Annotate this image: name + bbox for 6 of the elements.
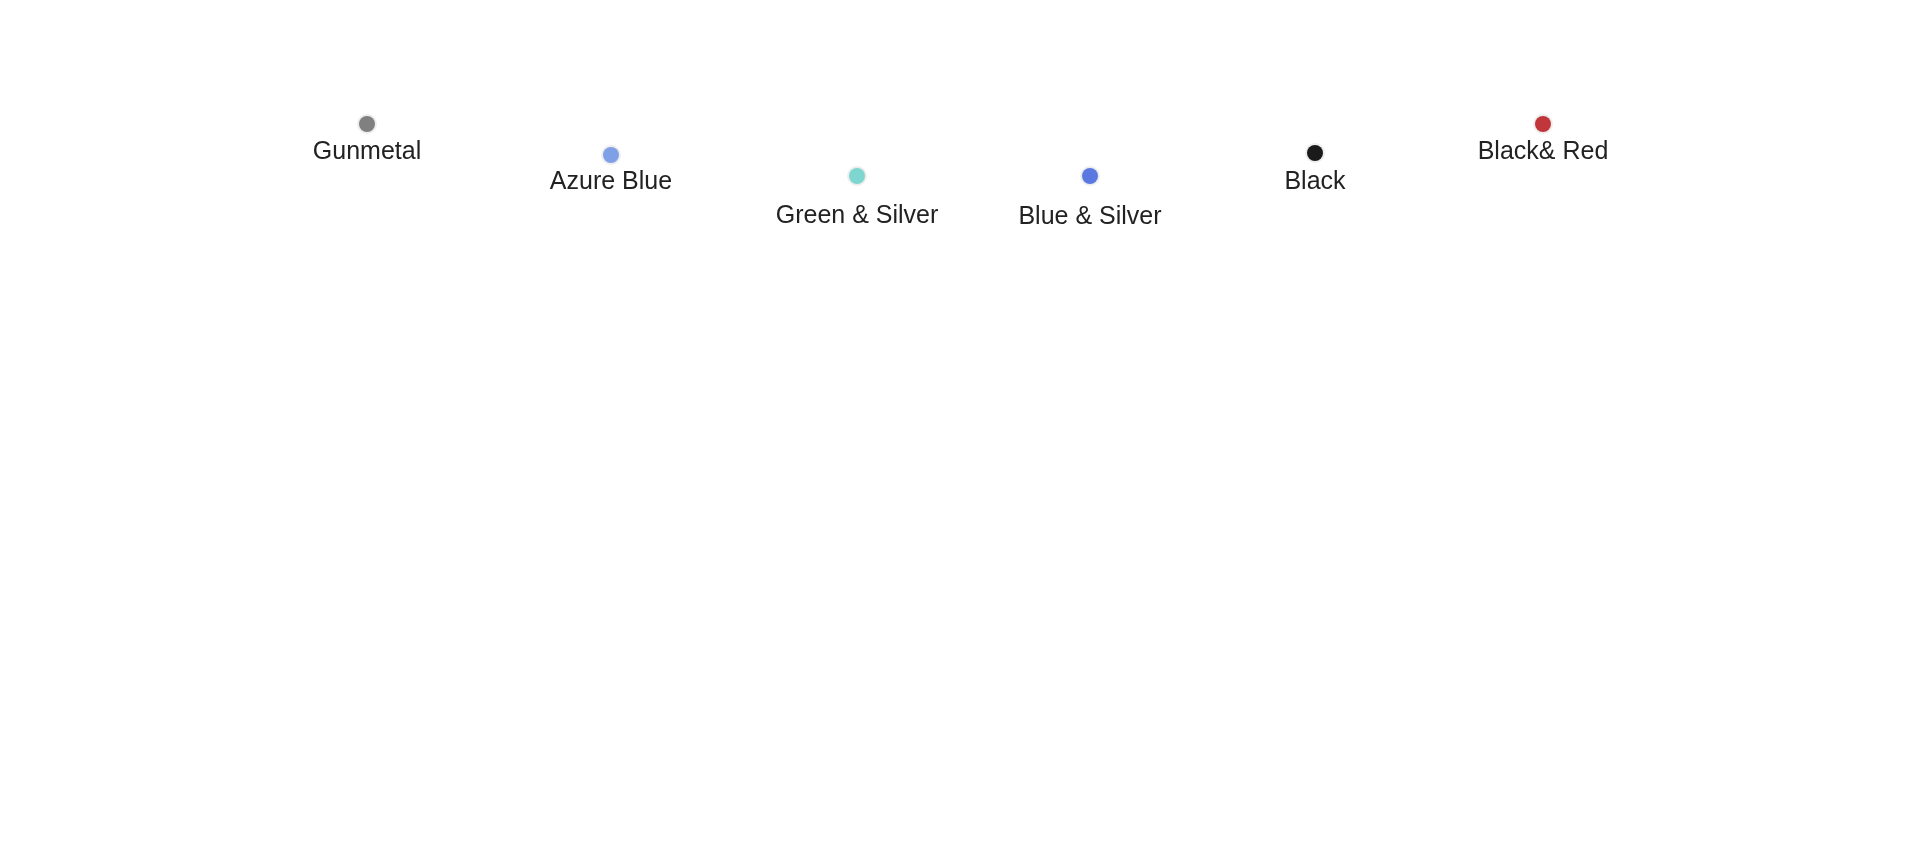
- legend-label: Gunmetal: [312, 136, 422, 165]
- legend-label: Green & Silver: [775, 200, 939, 229]
- legend-label: Black: [1284, 166, 1346, 195]
- legend-label: Azure Blue: [549, 166, 673, 195]
- legend-label: Blue & Silver: [1018, 201, 1162, 230]
- legend-label: Black& Red: [1477, 136, 1609, 165]
